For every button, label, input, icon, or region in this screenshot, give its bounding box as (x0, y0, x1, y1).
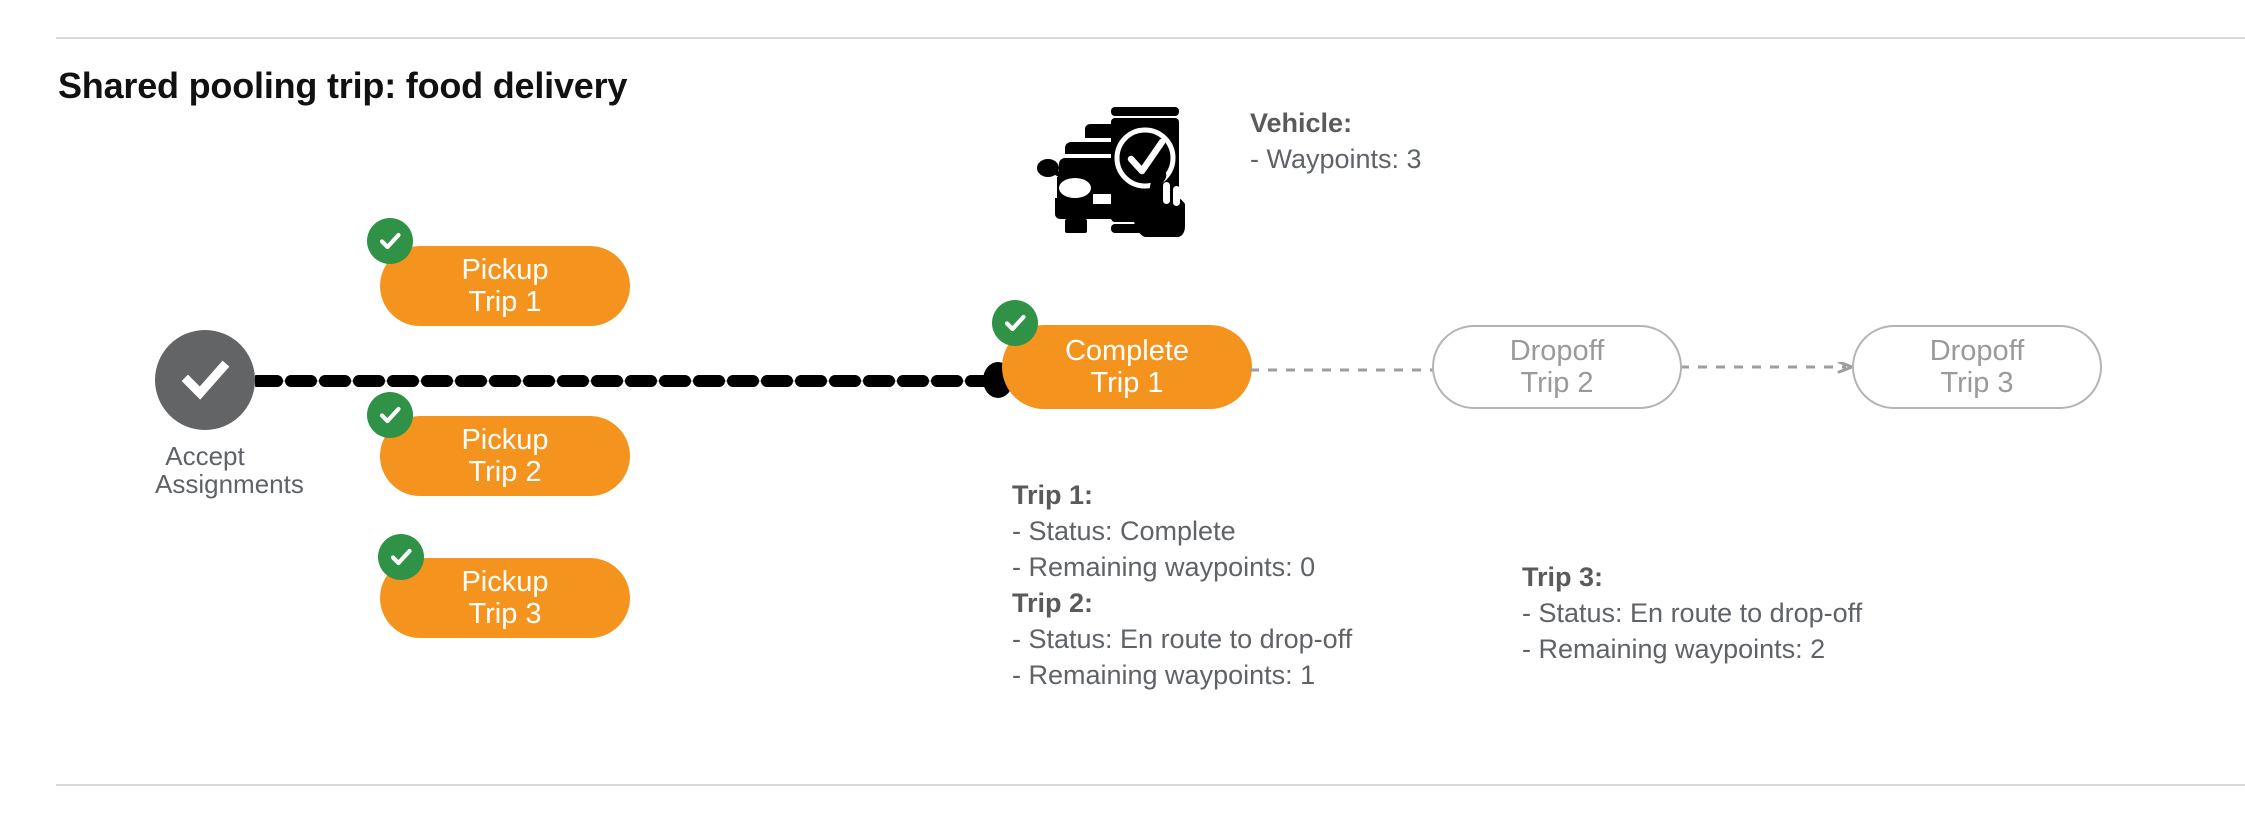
check-badge-pickup-2-icon (367, 392, 413, 438)
trip-1-2-info-block: Trip 1: - Status: Complete - Remaining w… (1012, 478, 1352, 693)
car-phone-check-icon (1035, 82, 1200, 238)
trip-1-waypoints: - Remaining waypoints: 0 (1012, 551, 1316, 582)
dropoff-trip-3-pill[interactable]: Dropoff Trip 3 (1852, 325, 2102, 409)
pickup-trip-2-line1: Pickup (461, 423, 549, 456)
bottom-divider (56, 784, 2245, 786)
vehicle-info-block: Vehicle: - Waypoints: 3 (1250, 106, 1422, 178)
pickup-trip-1-line2: Trip 1 (468, 286, 542, 318)
trip-1-status: - Status: Complete (1012, 515, 1236, 546)
check-badge-complete-icon (992, 300, 1038, 346)
assignment-dashed-line (251, 374, 995, 387)
vehicle-waypoints: - Waypoints: 3 (1250, 143, 1422, 174)
complete-trip-1-line1: Complete (1064, 334, 1190, 367)
top-divider (56, 37, 2245, 39)
trip-2-waypoints: - Remaining waypoints: 1 (1012, 659, 1316, 690)
page-title: Shared pooling trip: food delivery (58, 65, 628, 106)
trip-3-status: - Status: En route to drop-off (1522, 597, 1863, 628)
dropoff-trip-3-line2: Trip 3 (1940, 367, 2014, 399)
pickup-trip-3-line2: Trip 3 (468, 598, 542, 630)
connector-dropoff2-to-dropoff3 (1680, 360, 1860, 374)
trip-3-info-block: Trip 3: - Status: En route to drop-off -… (1522, 560, 1862, 668)
pickup-trip-1-pill[interactable]: Pickup Trip 1 (380, 246, 630, 326)
dropoff-trip-2-line1: Dropoff (1509, 334, 1605, 367)
check-circle-icon (155, 330, 255, 430)
dropoff-trip-2-pill[interactable]: Dropoff Trip 2 (1432, 325, 1682, 409)
pickup-trip-2-line2: Trip 2 (468, 456, 542, 488)
dropoff-trip-2-line2: Trip 2 (1520, 367, 1594, 399)
pickup-trip-2-pill[interactable]: Pickup Trip 2 (380, 416, 630, 496)
check-badge-pickup-3-icon (378, 534, 424, 580)
connector-complete-to-dropoff2 (1250, 362, 1440, 372)
pickup-trip-3-line1: Pickup (461, 565, 549, 598)
accept-assignments-label: Accept Assignments (155, 441, 304, 500)
complete-trip-1-pill[interactable]: Complete Trip 1 (1002, 325, 1252, 409)
trip-3-heading: Trip 3: (1522, 562, 1604, 592)
trip-1-heading: Trip 1: (1012, 480, 1094, 510)
trip-3-waypoints: - Remaining waypoints: 2 (1522, 633, 1826, 664)
accept-assignments-node[interactable]: Accept Assignments (155, 330, 304, 500)
trip-2-status: - Status: En route to drop-off (1012, 623, 1353, 654)
pickup-trip-3-pill[interactable]: Pickup Trip 3 (380, 558, 630, 638)
trip-2-heading: Trip 2: (1012, 587, 1094, 618)
vehicle-heading: Vehicle: (1250, 108, 1353, 138)
dropoff-trip-3-line1: Dropoff (1929, 334, 2025, 367)
pickup-trip-1-line1: Pickup (461, 253, 549, 286)
complete-trip-1-line2: Trip 1 (1090, 367, 1164, 399)
check-badge-pickup-1-icon (367, 218, 413, 264)
